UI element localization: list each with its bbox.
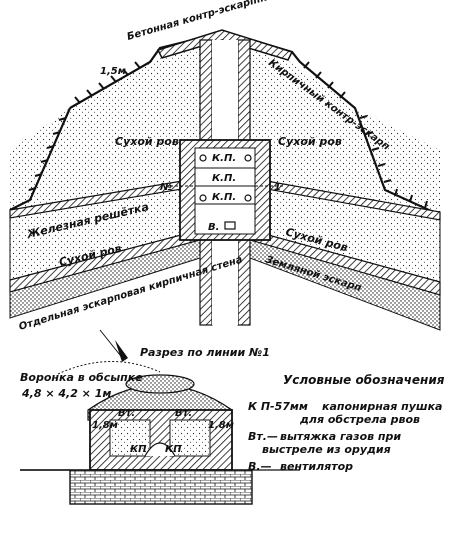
legend-text-3: вентилятор [280, 460, 353, 473]
concrete-gallery [156, 29, 294, 61]
legend-title: Условные обозначения [283, 373, 445, 387]
section-title: Разрез по линии №1 [140, 346, 270, 359]
dry-ditch-top-right-label: Сухой ров [278, 135, 342, 148]
section-vault-left [109, 419, 151, 457]
section-arrow [115, 340, 128, 362]
dim-left-label: 1,8м [92, 420, 118, 431]
dry-ditch-top-left-label: Сухой ров [115, 135, 179, 148]
gun-port-marker [244, 194, 252, 202]
legend-text-1: капонирная пушка для обстрела рвов [299, 400, 446, 426]
kp-bottom-label: К.П. [212, 192, 236, 203]
counterscarp-left-edge [9, 107, 72, 211]
legend-key-3: В.— [248, 460, 272, 473]
dry-ditch-right-region [245, 40, 440, 212]
number-mark-label: № [159, 182, 172, 193]
section-vault-right [169, 419, 211, 457]
section-foundation [69, 469, 253, 505]
ventilator-box [224, 221, 236, 230]
section-arch [144, 442, 176, 457]
kp-left-label: КП [130, 444, 147, 455]
crater-label: Воронка в обсыпке [20, 371, 143, 384]
v-mark-label: В. [208, 222, 219, 233]
gun-port-marker [244, 154, 252, 162]
dim-right-label: 1,8м [208, 420, 234, 431]
legend-key-2: Вт.— [248, 430, 278, 443]
kp-right-label: КП [165, 444, 182, 455]
crater-dims-label: 4,8 × 4,2 × 1м [21, 387, 111, 400]
lower-right-ditch [249, 239, 441, 331]
dry-ditch-left-region [10, 40, 205, 210]
crater [125, 374, 195, 394]
width-mark-label: 1,5м [100, 66, 126, 77]
vt-left-label: Вт. [118, 408, 135, 419]
legend-text-2: вытяжка газов при выстреле из орудия [262, 430, 405, 456]
counterscarp-teeth [28, 61, 428, 209]
lower-left-ditch [9, 239, 201, 319]
caponier-interior [194, 147, 256, 235]
kp-top-label: К.П. [212, 153, 236, 164]
kp-mid-label: К.П. [212, 173, 236, 184]
one-mark-label: 1 [274, 182, 281, 193]
gun-port-marker [199, 194, 207, 202]
legend-key-1: К П-57мм [248, 400, 308, 413]
gun-port-marker [199, 154, 207, 162]
crater-pointer [57, 361, 161, 375]
vt-right-label: Вт. [175, 408, 192, 419]
